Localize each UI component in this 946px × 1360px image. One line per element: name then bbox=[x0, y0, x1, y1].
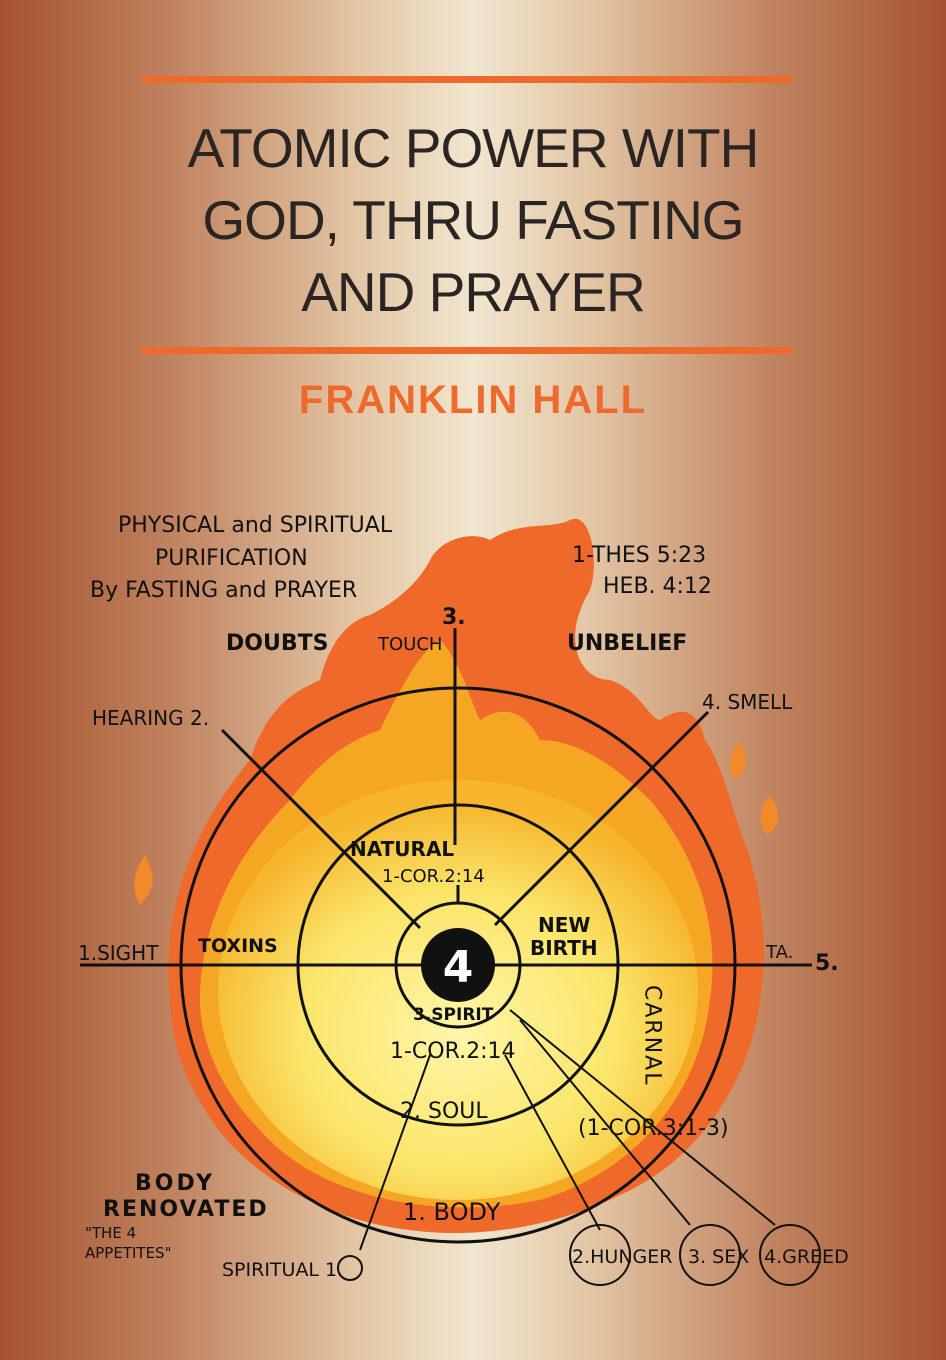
heading-line: By FASTING and PRAYER bbox=[90, 578, 357, 603]
appetite-hunger: 2.HUNGER bbox=[572, 1246, 672, 1268]
label-taste: TA. bbox=[765, 942, 793, 963]
heading-line: PHYSICAL and SPIRITUAL bbox=[118, 513, 393, 538]
label-new-birth: NEW bbox=[538, 913, 590, 937]
label-toxins: TOXINS bbox=[198, 935, 278, 957]
heading-line: PURIFICATION bbox=[155, 546, 308, 571]
label-sight: 1.SIGHT bbox=[78, 941, 159, 965]
label-touch-number: 3. bbox=[442, 605, 466, 630]
label-body: 1. BODY bbox=[403, 1198, 501, 1226]
label-body-renovated: BODY bbox=[135, 1171, 215, 1196]
label-unbelief: UNBELIEF bbox=[567, 631, 687, 656]
label-carnal-ref: (1-COR.3:1-3) bbox=[578, 1116, 729, 1141]
label-spirit: 3.SPIRIT bbox=[413, 1005, 494, 1025]
bottom-rule bbox=[140, 347, 793, 354]
label-natural-ref: 1-COR.2:14 bbox=[382, 866, 485, 887]
center-number: 4 bbox=[443, 942, 474, 993]
appetite-sex: 3. SEX bbox=[688, 1246, 749, 1268]
author-name: FRANKLIN HALL bbox=[298, 378, 648, 422]
label-natural: NATURAL bbox=[350, 837, 454, 861]
diagram-lines bbox=[80, 628, 821, 1286]
label-new-birth: BIRTH bbox=[530, 936, 598, 960]
label-smell: 4. SMELL bbox=[702, 690, 793, 714]
label-hearing: HEARING 2. bbox=[92, 706, 209, 730]
label-appetites: APPETITES" bbox=[85, 1244, 171, 1262]
book-title: ATOMIC POWER WITH GOD, THRU FASTING AND … bbox=[0, 112, 946, 328]
appetite-spiritual: SPIRITUAL 1. bbox=[222, 1259, 343, 1281]
small-flame-icon bbox=[134, 742, 779, 905]
title-line: GOD, THRU FASTING bbox=[202, 189, 744, 251]
scripture-ref: 1-THES 5:23 bbox=[572, 543, 706, 568]
label-taste-number: 5. bbox=[815, 951, 839, 976]
scripture-ref: HEB. 4:12 bbox=[603, 574, 712, 599]
title-line: ATOMIC POWER WITH bbox=[187, 117, 760, 179]
top-rule bbox=[140, 76, 793, 83]
appetite-greed: 4.GREED bbox=[764, 1246, 849, 1268]
label-spirit-ref: 1-COR.2:14 bbox=[390, 1039, 516, 1064]
label-soul: 2. SOUL bbox=[400, 1099, 488, 1124]
label-body-renovated: RENOVATED bbox=[103, 1197, 269, 1222]
label-touch: TOUCH bbox=[377, 634, 442, 655]
label-appetites: "THE 4 bbox=[85, 1224, 136, 1242]
label-doubts: DOUBTS bbox=[226, 631, 328, 656]
title-line: AND PRAYER bbox=[301, 261, 646, 323]
center-circle bbox=[421, 928, 495, 1002]
label-carnal: CARNAL bbox=[640, 985, 665, 1086]
